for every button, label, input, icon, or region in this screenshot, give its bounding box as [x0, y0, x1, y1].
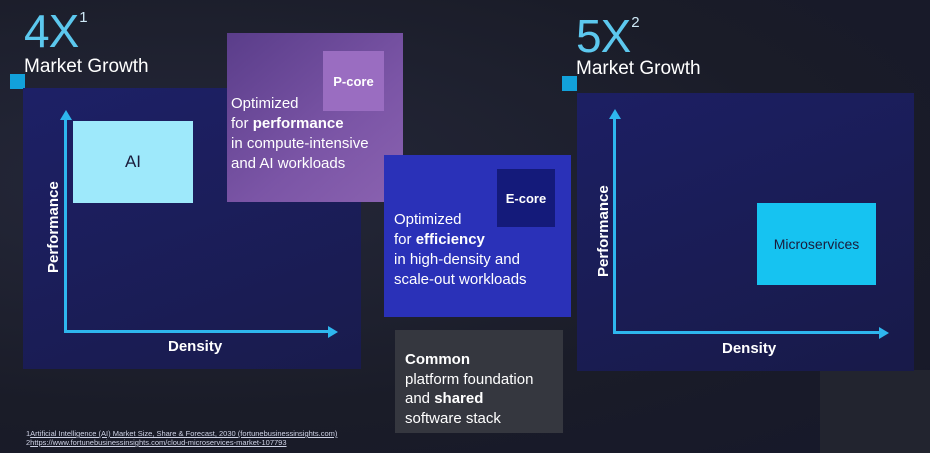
pcore-line-2-prefix: for: [231, 115, 253, 132]
right-growth-footnote-marker: 2: [631, 14, 639, 31]
common-line-1: Common: [405, 350, 533, 370]
ecore-description: Optimized for efficiency in high-density…: [394, 210, 527, 290]
common-platform-box: Common platform foundation and shared so…: [395, 330, 563, 433]
right-growth-label: Market Growth: [576, 58, 701, 79]
ai-workload-box: AI: [73, 121, 193, 203]
footnote-1[interactable]: 1Artificial Intelligence (AI) Market Siz…: [26, 429, 337, 438]
ecore-line-4: scale-out workloads: [394, 271, 527, 288]
microservices-workload-box: Microservices: [757, 203, 876, 285]
left-x-axis-line: [64, 330, 329, 333]
ecore-line-2: for efficiency: [394, 230, 527, 250]
pcore-description: Optimized for performance in compute-int…: [231, 94, 369, 174]
left-growth-value: 4X1: [24, 5, 88, 57]
pcore-badge: P-core: [323, 51, 384, 111]
left-y-axis-arrow-icon: [59, 110, 72, 120]
footnote-1-number: 1: [26, 429, 31, 438]
right-x-axis-line: [613, 331, 879, 334]
ai-workload-label: AI: [124, 152, 142, 171]
footnote-1-link[interactable]: Artificial Intelligence (AI) Market Size…: [30, 429, 338, 438]
ecore-card: Optimized for efficiency in high-density…: [384, 155, 571, 317]
common-line-3-bold: shared: [434, 390, 484, 407]
right-y-axis-label: Performance: [595, 185, 612, 277]
pcore-line-4: and AI workloads: [231, 155, 346, 172]
ecore-badge-label: E-core: [505, 190, 547, 206]
microservices-workload-label: Microservices: [773, 236, 860, 252]
left-growth-label: Market Growth: [24, 56, 149, 77]
common-line-1-bold: Common: [405, 351, 470, 368]
left-accent-square: [10, 74, 25, 89]
left-x-axis-arrow-icon: [328, 325, 338, 338]
common-line-4: software stack: [405, 409, 501, 427]
right-accent-square: [562, 76, 577, 91]
ecore-badge: E-core: [497, 169, 555, 227]
footnotes: 1Artificial Intelligence (AI) Market Siz…: [26, 429, 337, 447]
left-growth-footnote-marker: 1: [79, 9, 87, 26]
ecore-line-2-prefix: for: [394, 231, 416, 248]
background-strip: [820, 370, 930, 453]
left-x-axis-label: Density: [168, 338, 223, 355]
footnote-2-number: 2: [26, 438, 31, 447]
common-platform-text: Common platform foundation and shared so…: [405, 350, 533, 428]
right-y-axis-arrow-icon: [608, 109, 621, 119]
left-y-axis-line: [64, 118, 67, 333]
pcore-line-3: in compute-intensive: [231, 135, 369, 152]
right-y-axis-line: [613, 117, 616, 334]
pcore-line-2-bold: performance: [252, 115, 344, 132]
common-line-3: and shared: [405, 389, 533, 409]
right-x-axis-label: Density: [722, 340, 777, 357]
pcore-line-1: Optimized: [231, 95, 299, 112]
footnote-2[interactable]: 2https://www.fortunebusinessinsights.com…: [26, 438, 337, 447]
common-line-3-prefix: and: [405, 390, 435, 407]
ecore-line-3: in high-density and: [394, 251, 520, 268]
pcore-badge-label: P-core: [333, 73, 374, 89]
ecore-line-2-bold: efficiency: [415, 231, 485, 248]
pcore-line-2: for performance: [231, 114, 369, 134]
ecore-line-1: Optimized: [394, 211, 462, 228]
footnote-2-link[interactable]: https://www.fortunebusinessinsights.com/…: [30, 438, 287, 447]
right-x-axis-arrow-icon: [879, 326, 889, 339]
left-y-axis-label: Performance: [45, 181, 62, 273]
common-line-2: platform foundation: [405, 370, 534, 388]
right-growth-value: 5X2: [576, 10, 640, 62]
